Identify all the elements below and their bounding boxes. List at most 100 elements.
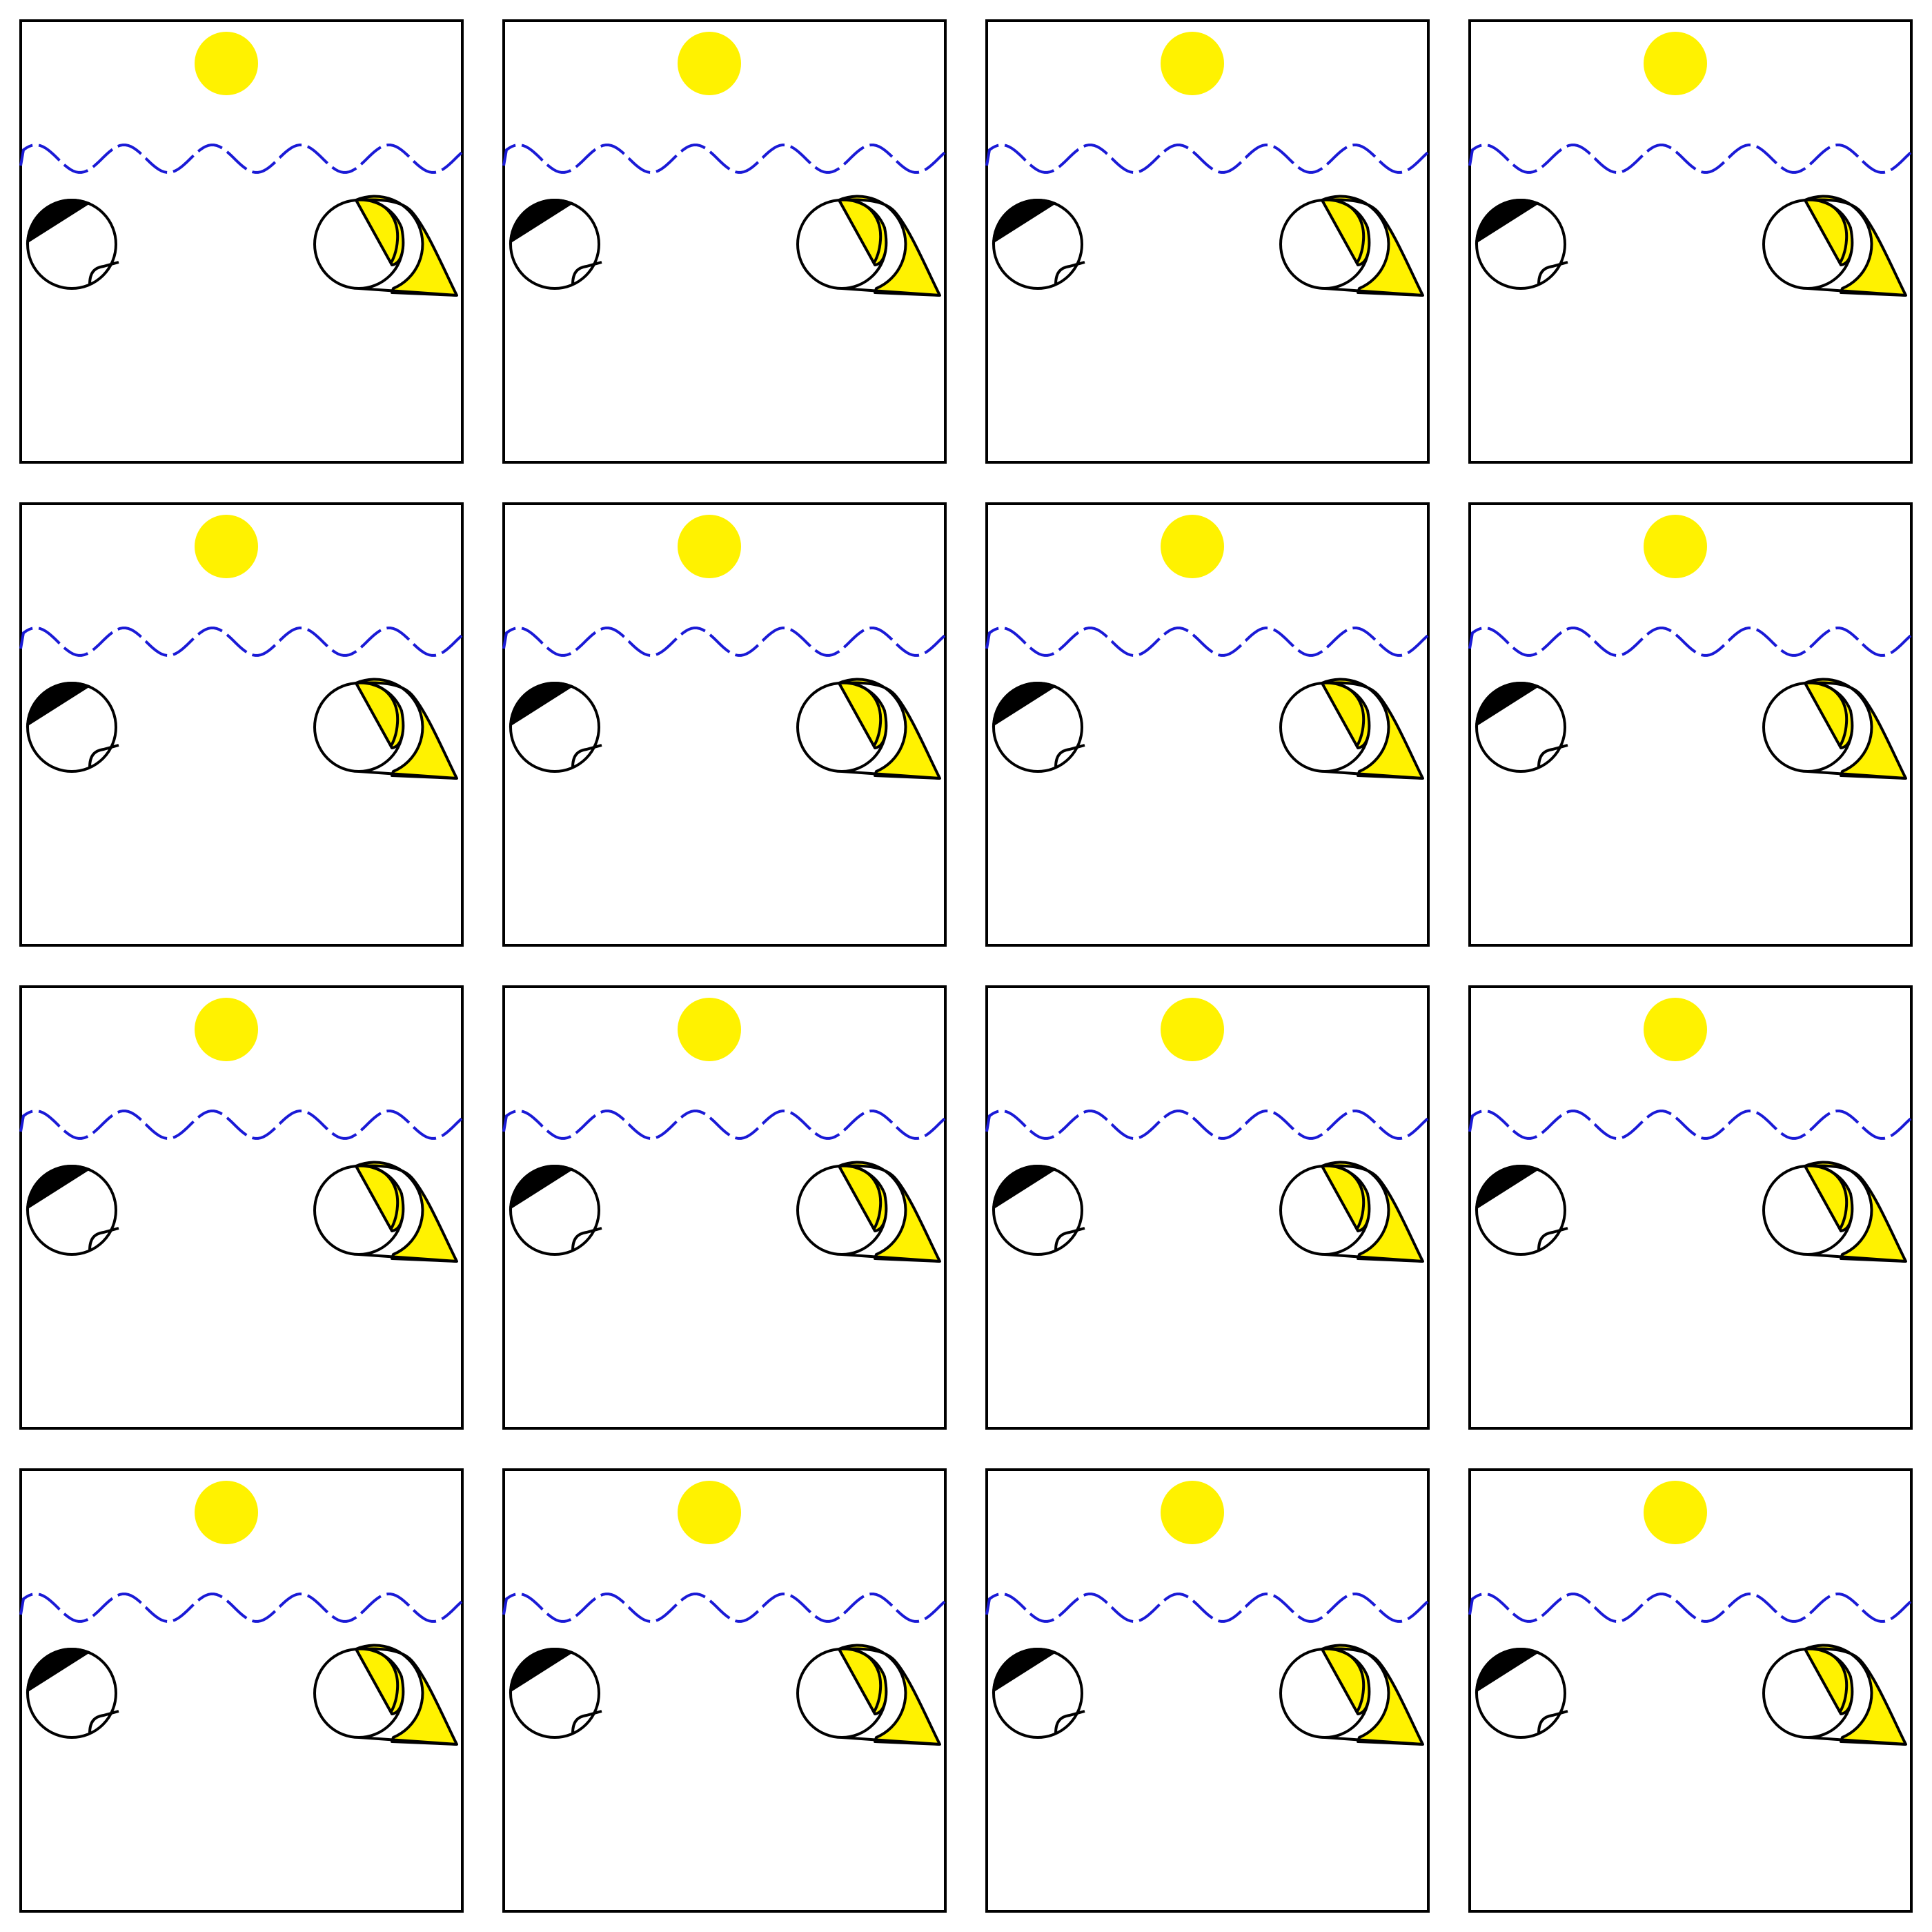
right-ball-inner-arc xyxy=(372,1166,400,1231)
sun-icon xyxy=(678,515,741,578)
yellow-wedge-ball-icon xyxy=(1279,678,1424,780)
right-ball-base-line xyxy=(358,287,457,297)
right-ball-inner-arc xyxy=(372,1649,400,1714)
right-ball-base-line xyxy=(1807,287,1906,297)
left-ball-hook xyxy=(88,744,119,768)
black-capped-ball-icon xyxy=(509,199,602,290)
panel xyxy=(502,985,947,1430)
right-ball-base-line xyxy=(1324,770,1423,780)
sun-icon xyxy=(1161,515,1224,578)
right-ball-wedge xyxy=(838,1644,941,1746)
wave-line xyxy=(985,1593,1430,1623)
left-ball-hook xyxy=(88,1710,119,1734)
yellow-wedge-ball-icon xyxy=(313,195,458,297)
left-ball-cap xyxy=(992,1165,1057,1210)
sun-icon xyxy=(678,998,741,1061)
right-ball-base-line xyxy=(1324,287,1423,297)
right-ball-base-line xyxy=(1324,1736,1423,1746)
panel xyxy=(502,1468,947,1913)
sun-icon xyxy=(1644,998,1707,1061)
black-capped-ball-icon xyxy=(1475,1165,1568,1256)
wave-line xyxy=(502,144,947,174)
left-ball-hook xyxy=(571,1710,602,1734)
black-capped-ball-icon xyxy=(1475,682,1568,773)
left-ball-cap xyxy=(992,199,1057,244)
right-ball-inner-arc xyxy=(372,683,400,748)
wave-line xyxy=(19,627,464,657)
yellow-wedge-ball-icon xyxy=(796,678,941,780)
left-ball-hook xyxy=(1054,1227,1085,1251)
left-ball-hook xyxy=(571,261,602,285)
left-ball-hook xyxy=(1537,744,1568,768)
right-ball-inner-arc xyxy=(1338,200,1366,265)
left-ball-cap xyxy=(509,1165,574,1210)
black-capped-ball-icon xyxy=(1475,1648,1568,1739)
right-ball-wedge xyxy=(1321,195,1424,297)
sun-icon xyxy=(195,998,258,1061)
panel xyxy=(985,19,1430,464)
left-ball-hook xyxy=(571,744,602,768)
wave-line xyxy=(1468,627,1913,657)
black-capped-ball-icon xyxy=(992,1648,1085,1739)
sun-icon xyxy=(1161,32,1224,95)
right-ball-base-line xyxy=(1324,1253,1423,1263)
right-ball-wedge xyxy=(1804,1644,1907,1746)
right-ball-inner-arc xyxy=(1338,1649,1366,1714)
black-capped-ball-icon xyxy=(26,1165,119,1256)
right-ball-wedge xyxy=(838,678,941,780)
panel xyxy=(1468,1468,1913,1913)
black-capped-ball-icon xyxy=(26,199,119,290)
black-capped-ball-icon xyxy=(26,682,119,773)
left-ball-cap xyxy=(1475,1648,1540,1693)
black-capped-ball-icon xyxy=(992,682,1085,773)
panel xyxy=(1468,985,1913,1430)
left-ball-cap xyxy=(509,682,574,727)
panel xyxy=(985,1468,1430,1913)
right-ball-inner-arc xyxy=(1338,1166,1366,1231)
left-ball-hook xyxy=(571,1227,602,1251)
sun-icon xyxy=(195,1481,258,1544)
sun-icon xyxy=(1644,32,1707,95)
yellow-wedge-ball-icon xyxy=(313,678,458,780)
left-ball-cap xyxy=(1475,1165,1540,1210)
left-ball-hook xyxy=(88,1227,119,1251)
yellow-wedge-ball-icon xyxy=(1279,195,1424,297)
panel xyxy=(502,502,947,947)
left-ball-cap xyxy=(509,1648,574,1693)
wave-line xyxy=(1468,1593,1913,1623)
right-ball-wedge xyxy=(355,678,458,780)
left-ball-cap xyxy=(1475,682,1540,727)
panel xyxy=(19,1468,464,1913)
right-ball-inner-arc xyxy=(1821,1166,1849,1231)
black-capped-ball-icon xyxy=(992,1165,1085,1256)
left-ball-hook xyxy=(1054,1710,1085,1734)
right-ball-base-line xyxy=(358,1736,457,1746)
left-ball-hook xyxy=(1054,744,1085,768)
right-ball-wedge xyxy=(1804,1161,1907,1263)
yellow-wedge-ball-icon xyxy=(1279,1644,1424,1746)
wave-line xyxy=(502,627,947,657)
sun-icon xyxy=(195,32,258,95)
wave-line xyxy=(19,144,464,174)
right-ball-base-line xyxy=(358,1253,457,1263)
yellow-wedge-ball-icon xyxy=(796,195,941,297)
yellow-wedge-ball-icon xyxy=(1762,678,1907,780)
wave-line xyxy=(1468,1110,1913,1140)
right-ball-base-line xyxy=(1807,1253,1906,1263)
right-ball-wedge xyxy=(1321,678,1424,780)
yellow-wedge-ball-icon xyxy=(796,1644,941,1746)
right-ball-inner-arc xyxy=(855,200,883,265)
wave-line xyxy=(19,1110,464,1140)
yellow-wedge-ball-icon xyxy=(1762,195,1907,297)
right-ball-wedge xyxy=(838,1161,941,1263)
left-ball-hook xyxy=(1054,261,1085,285)
wave-line xyxy=(1468,144,1913,174)
right-ball-base-line xyxy=(841,1253,940,1263)
left-ball-hook xyxy=(1537,261,1568,285)
sun-icon xyxy=(1161,1481,1224,1544)
sun-icon xyxy=(678,32,741,95)
left-ball-cap xyxy=(992,682,1057,727)
panel xyxy=(19,985,464,1430)
yellow-wedge-ball-icon xyxy=(1279,1161,1424,1263)
